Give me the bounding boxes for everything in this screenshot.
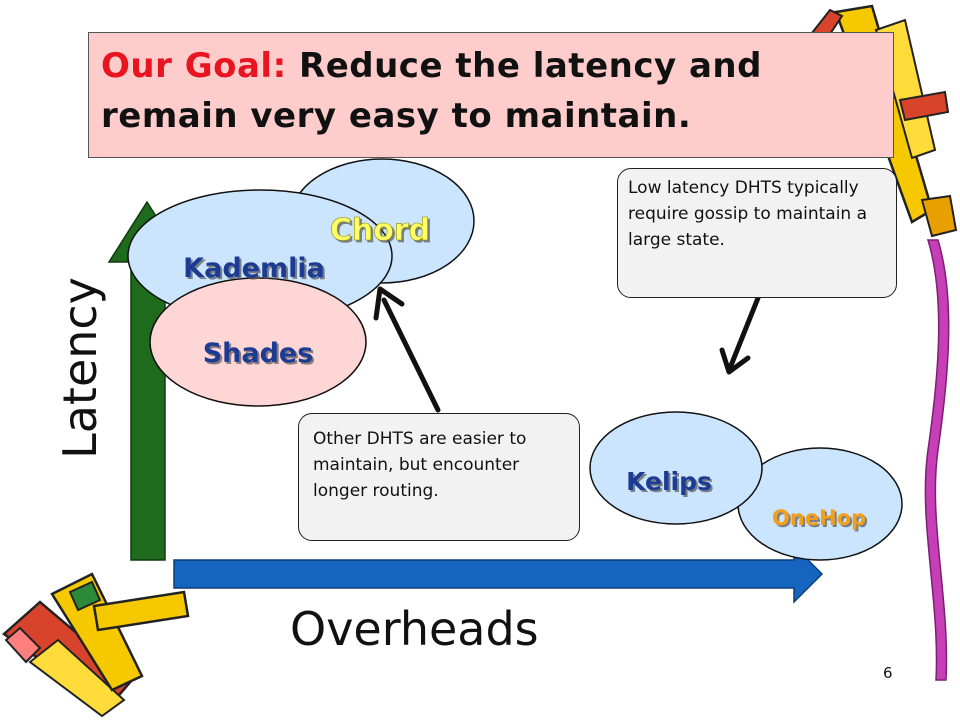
shades-ellipse — [149, 277, 367, 407]
goal-text: Reduce the latency and remain very easy … — [101, 46, 762, 136]
latency-axis-label: Latency — [53, 277, 107, 459]
overheads-axis-label: Overheads — [290, 602, 539, 656]
kelips-ellipse — [589, 411, 763, 525]
callout-other-dhts: Other DHTS are easier to maintain, but e… — [298, 413, 580, 541]
pointer-arrow-to-kelips — [719, 295, 761, 375]
slide-number: 6 — [883, 664, 893, 682]
onehop-label: OneHop — [772, 506, 866, 530]
goal-lead: Our Goal: — [101, 46, 287, 86]
goal-banner: Our Goal: Reduce the latency and remain … — [88, 32, 894, 158]
pencil-cluster-icon — [1, 572, 190, 718]
overheads-axis-arrow — [173, 544, 824, 604]
callout-low-latency: Low latency DHTS typically require gossi… — [617, 168, 897, 298]
kelips-label: Kelips — [626, 467, 712, 496]
shades-label: Shades — [203, 338, 314, 369]
pointer-arrow-to-chord — [373, 286, 441, 413]
kademlia-label: Kademlia — [183, 253, 325, 284]
chord-label: Chord — [330, 213, 430, 248]
